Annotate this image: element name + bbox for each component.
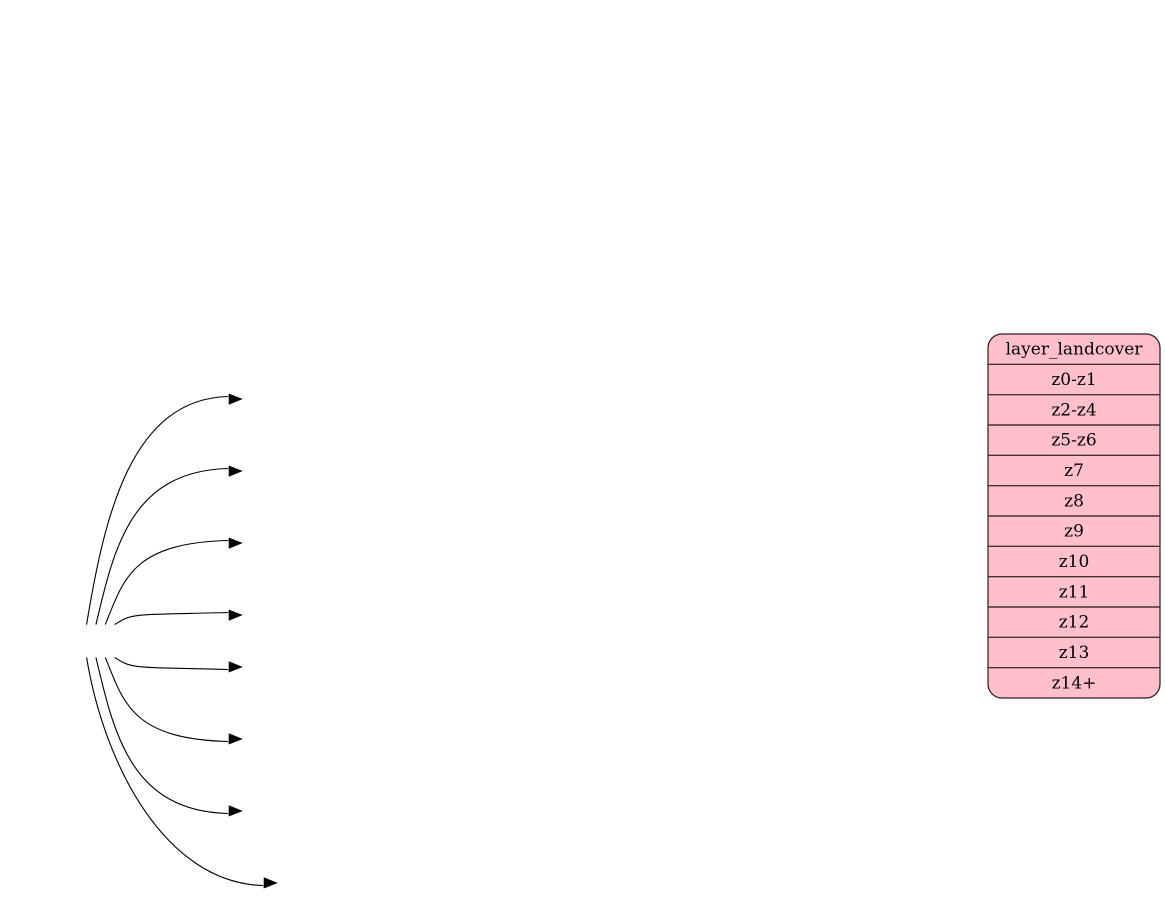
table-row-z10[interactable]: z10 bbox=[1059, 552, 1090, 572]
table-row-z2-z4[interactable]: z2-z4 bbox=[1051, 400, 1096, 420]
table-row-z11[interactable]: z11 bbox=[1059, 582, 1090, 602]
arrow-head bbox=[228, 537, 243, 549]
edge-imposm3-to-osm-landcover-polygon-gen4 bbox=[114, 611, 229, 626]
edge-imposm3-to-osm-landcover-polygon-gen6 bbox=[95, 467, 229, 625]
arrow-head bbox=[228, 465, 243, 477]
edge-imposm3-to-osm-landcover-polygon-gen3 bbox=[114, 656, 229, 671]
arrow-head bbox=[228, 805, 243, 817]
table-row-z12[interactable]: z12 bbox=[1059, 613, 1090, 633]
table-row-z8[interactable]: z8 bbox=[1064, 491, 1084, 511]
table-row-z9[interactable]: z9 bbox=[1064, 522, 1084, 542]
arrow-head bbox=[228, 609, 243, 621]
arrow-head bbox=[228, 733, 243, 745]
arrow-head bbox=[263, 877, 278, 889]
table-row-z5-z6[interactable]: z5-z6 bbox=[1051, 431, 1096, 451]
edge-imposm3-to-osm-landcover-polygon bbox=[86, 657, 264, 887]
arrow-head bbox=[228, 661, 243, 673]
edges-layer bbox=[86, 393, 278, 889]
edge-imposm3-to-osm-landcover-polygon-gen2 bbox=[104, 657, 229, 743]
edge-imposm3-to-osm-landcover-polygon-gen1 bbox=[95, 657, 229, 815]
table-row-z14[interactable]: z14+ bbox=[1052, 673, 1097, 693]
table-row-z13[interactable]: z13 bbox=[1059, 643, 1090, 663]
table-row-z0-z1[interactable]: z0-z1 bbox=[1051, 370, 1096, 390]
layer-landcover-table: layer_landcover z0-z1 z2-z4 z5-z6 z7 z8 z9 z10 z… bbox=[987, 333, 1161, 699]
table-row-z7[interactable]: z7 bbox=[1064, 461, 1084, 481]
edge-imposm3-to-osm-landcover-polygon-gen5 bbox=[104, 539, 229, 625]
arrow-head bbox=[228, 393, 243, 405]
edge-imposm3-to-osm-landcover-polygon-gen7 bbox=[86, 395, 229, 625]
table-title: layer_landcover bbox=[1006, 340, 1144, 360]
